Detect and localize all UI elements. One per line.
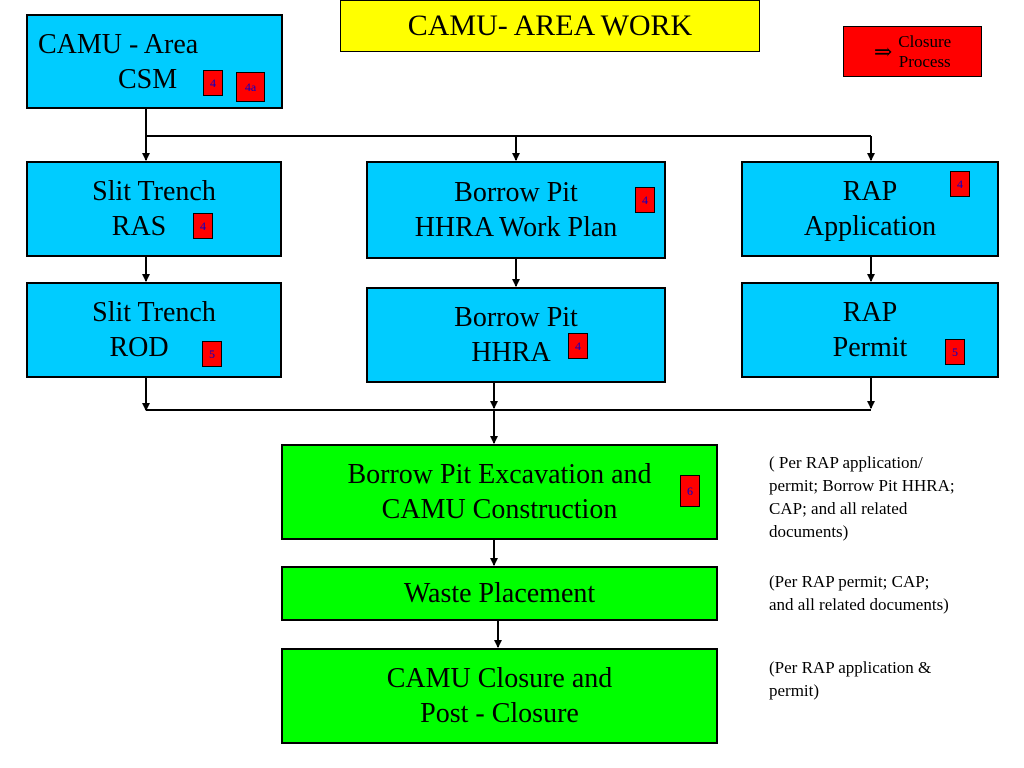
waste-note: (Per RAP permit; CAP; and all related do… (769, 571, 949, 617)
excavation-line2: CAMU Construction (381, 494, 618, 525)
rap-permit-badge: 5 (945, 339, 965, 365)
rap-app-badge: 4 (950, 171, 970, 197)
excavation-construction-box: Borrow Pit Excavation and CAMU Construct… (281, 444, 718, 540)
borrow-pit-hhra-box: Borrow Pit HHRA (366, 287, 666, 383)
rap-permit-line1: RAP (842, 297, 898, 328)
excavation-note: ( Per RAP application/ permit; Borrow Pi… (769, 452, 955, 544)
closure-process-legend: ⇒ Closure Process (843, 26, 982, 77)
note-line: and all related documents) (769, 594, 949, 614)
camu-closure-box: CAMU Closure and Post - Closure (281, 648, 718, 744)
csm-badge-2: 4a (236, 72, 265, 102)
page-title-text: CAMU- AREA WORK (407, 9, 693, 43)
legend-label-line1: Closure (898, 31, 952, 51)
bp-hhra-line2: HHRA (471, 337, 551, 368)
note-line: (Per RAP application & (769, 658, 932, 677)
bp-hhra-line1: Borrow Pit (454, 302, 578, 333)
implies-arrow-icon: ⇒ (873, 38, 893, 64)
closure-line2: Post - Closure (420, 698, 579, 729)
borrow-pit-work-plan-box: Borrow Pit HHRA Work Plan (366, 161, 666, 259)
camu-area-csm-box: CAMU - Area CSM (26, 14, 283, 109)
slit-ras-line2: RAS (111, 211, 167, 242)
bp-hhra-badge: 4 (568, 333, 588, 359)
closure-line1: CAMU Closure and (386, 663, 613, 694)
waste-line1: Waste Placement (403, 578, 596, 609)
excavation-line1: Borrow Pit Excavation and (347, 459, 652, 490)
csm-line1: CAMU - Area (38, 28, 199, 60)
page-title: CAMU- AREA WORK (340, 0, 760, 52)
note-line: documents) (769, 521, 849, 541)
slit-rod-badge: 5 (202, 341, 222, 367)
slit-rod-line1: Slit Trench (92, 297, 216, 328)
csm-line2: CSM (118, 63, 178, 95)
legend-label-line2: Process (898, 51, 951, 71)
slit-ras-badge: 4 (193, 213, 213, 239)
slit-ras-line1: Slit Trench (92, 176, 216, 207)
excavation-badge: 6 (680, 475, 700, 507)
closure-note: (Per RAP application & permit) (769, 657, 931, 703)
rap-permit-line2: Permit (832, 332, 908, 363)
csm-badge-1: 4 (203, 70, 223, 96)
bp-workplan-line2: HHRA Work Plan (414, 212, 618, 243)
waste-placement-box: Waste Placement (281, 566, 718, 621)
slit-trench-rod-box: Slit Trench ROD (26, 282, 282, 378)
rap-permit-box: RAP Permit (741, 282, 999, 378)
rap-app-line2: Application (803, 211, 937, 242)
slit-rod-line2: ROD (109, 332, 169, 363)
note-line: permit; Borrow Pit HHRA; (769, 475, 955, 495)
bp-workplan-line1: Borrow Pit (454, 177, 578, 208)
bp-workplan-badge: 4 (635, 187, 655, 213)
note-line: ( Per RAP application/ (769, 453, 923, 472)
note-line: CAP; and all related (769, 498, 908, 518)
rap-app-line1: RAP (842, 176, 898, 207)
note-line: permit) (769, 680, 820, 700)
note-line: (Per RAP permit; CAP; (769, 572, 930, 591)
slit-trench-ras-box: Slit Trench RAS (26, 161, 282, 257)
